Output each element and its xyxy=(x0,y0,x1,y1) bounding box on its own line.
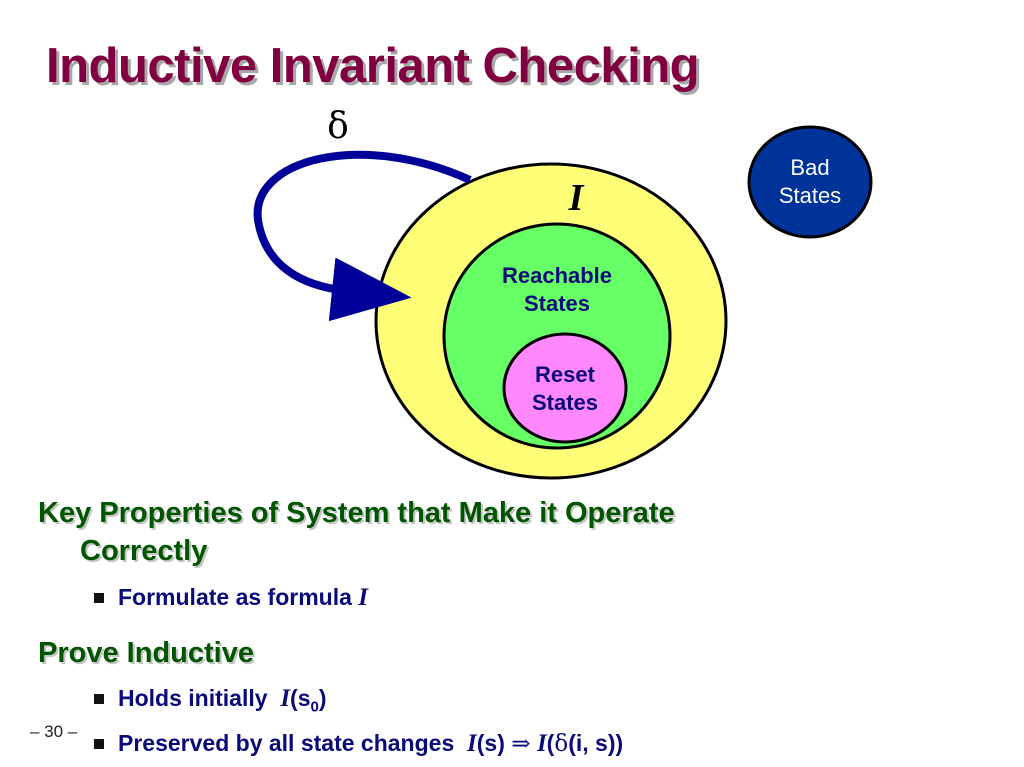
formula-args: (i, s)) xyxy=(568,730,624,756)
transition-arrow xyxy=(253,150,472,322)
bad-states-region xyxy=(747,125,873,239)
bullet-holds-initially: Holds initially I(s0) xyxy=(94,685,327,716)
formula-i-symbol: I xyxy=(467,730,477,757)
reset-label-line2: States xyxy=(532,390,598,415)
delta-symbol: δ xyxy=(554,731,569,757)
bullet-preserved: Preserved by all state changes I(s) ⇒ I(… xyxy=(94,730,623,758)
bullet-formulate: Formulate as formula I xyxy=(94,584,368,612)
heading-key-properties-line1: Key Properties of System that Make it Op… xyxy=(38,497,675,529)
bullet-preserved-text: Preserved by all state changes xyxy=(118,730,455,756)
reachable-label-line1: Reachable xyxy=(502,263,612,288)
formula-close: ) xyxy=(318,685,327,711)
formula-i-symbol: I xyxy=(280,685,291,712)
reset-label-line1: Reset xyxy=(535,362,596,387)
bad-label-line1: Bad xyxy=(790,155,829,180)
implies-symbol: ⇒ xyxy=(511,731,531,757)
formula-i-symbol-2: I xyxy=(536,730,547,757)
reset-states-region xyxy=(502,332,628,444)
heading-prove-inductive: Prove Inductive xyxy=(38,637,254,669)
formula-s: (s) xyxy=(476,730,505,756)
formula-i-symbol: I xyxy=(358,584,369,611)
formula-open-2: ( xyxy=(546,730,555,756)
bullet-holds-initially-text: Holds initially xyxy=(118,685,268,711)
bullet-formulate-text: Formulate as formula xyxy=(118,584,352,610)
bullet-square-icon xyxy=(94,739,104,749)
slide-title: Inductive Invariant Checking xyxy=(46,39,700,93)
formula-subscript: 0 xyxy=(310,698,319,716)
heading-key-properties-line2: Correctly xyxy=(80,535,208,567)
bad-label-line2: States xyxy=(779,183,841,208)
slide-number: – 30 – xyxy=(30,722,78,741)
reachable-label-line2: States xyxy=(524,291,590,316)
formula-open: (s xyxy=(290,685,311,711)
bullet-square-icon xyxy=(94,593,104,603)
heading-key-properties: Key Properties of System that Make it Op… xyxy=(38,494,675,570)
invariant-label: I xyxy=(568,177,585,219)
bullet-square-icon xyxy=(94,694,104,704)
transition-label: δ xyxy=(327,106,349,147)
